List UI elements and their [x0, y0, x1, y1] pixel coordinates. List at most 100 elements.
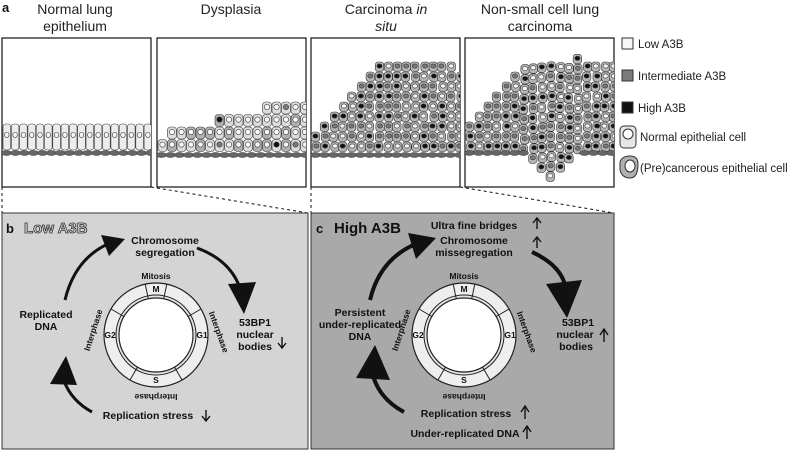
cell-nucleus	[366, 133, 373, 139]
cell-nucleus	[358, 133, 364, 139]
cell-nucleus	[386, 93, 392, 99]
cell-nucleus	[366, 113, 373, 119]
cell-nucleus	[512, 83, 519, 89]
cell-nucleus	[583, 103, 590, 109]
cell-nucleus	[438, 63, 445, 69]
mitosis-label: Mitosis	[449, 271, 479, 281]
cell-nucleus	[602, 63, 609, 69]
basement-cell	[174, 152, 185, 158]
cell-nucleus	[358, 93, 364, 99]
cell-nucleus	[601, 123, 608, 129]
cell-nucleus	[367, 93, 373, 99]
basement-cell	[73, 150, 84, 156]
cell-nucleus	[348, 133, 355, 139]
basement-cell	[482, 150, 493, 156]
cell-nucleus	[169, 129, 176, 135]
cell-nucleus	[385, 123, 392, 129]
legend-swatch-low	[621, 37, 634, 50]
svg-text:bodies: bodies	[559, 341, 593, 353]
cell-nucleus	[128, 131, 134, 138]
cell-nucleus	[420, 83, 427, 89]
cell-nucleus	[611, 83, 614, 89]
basement-cell	[382, 152, 393, 158]
cell-nucleus	[521, 96, 527, 101]
cell-nucleus	[403, 63, 410, 69]
cell-nucleus	[493, 103, 500, 109]
panel-c-53bp1-label: 53BP1 nuclear bodies	[556, 317, 594, 353]
cell-nucleus	[584, 133, 590, 139]
cell-nucleus	[484, 113, 491, 119]
cell-nucleus	[263, 104, 270, 110]
basement-cell	[319, 152, 330, 158]
svg-text:situ: situ	[375, 18, 397, 34]
cell-nucleus	[593, 103, 600, 109]
cell-nucleus	[594, 93, 601, 99]
cell-nucleus	[330, 133, 337, 139]
cell-nucleus	[20, 131, 26, 138]
cell-nucleus	[377, 123, 383, 129]
basement-cell	[346, 152, 357, 158]
cell-nucleus	[394, 123, 400, 129]
cell-nucleus	[539, 124, 546, 130]
cell-nucleus	[538, 134, 545, 140]
basement-cell	[391, 152, 402, 158]
panel-c-replication-stress-label: Replication stress	[421, 408, 512, 420]
cell-nucleus	[530, 105, 537, 111]
cell-nucleus	[348, 113, 355, 119]
cell-nucleus	[566, 75, 573, 80]
cell-nucleus	[530, 65, 537, 71]
cell-nucleus	[302, 141, 306, 148]
cell-nucleus	[375, 143, 382, 149]
cell-nucleus	[273, 141, 280, 148]
cell-nucleus	[575, 145, 581, 151]
stage-title-normal: Normal lung epithelium	[37, 1, 112, 34]
cell-nucleus	[602, 113, 609, 119]
cell-nucleus	[402, 113, 409, 119]
cell-nucleus	[439, 113, 446, 119]
cell-nucleus	[292, 104, 299, 110]
cell-nucleus	[340, 113, 347, 119]
cell-nucleus	[530, 155, 536, 161]
up-arrow-icon	[520, 404, 530, 419]
cell-nucleus	[412, 123, 418, 129]
cell-nucleus	[273, 116, 280, 123]
cell-nucleus	[366, 123, 373, 129]
cell-nucleus	[430, 93, 437, 99]
cell-nucleus	[348, 93, 355, 99]
cell-nucleus	[493, 123, 500, 129]
interphase-bottom-label: Interphase	[134, 392, 177, 402]
basement-cell	[55, 150, 66, 156]
cell-nucleus	[558, 154, 565, 160]
phase-s-label: S	[153, 375, 159, 385]
cell-nucleus	[557, 134, 564, 140]
cell-nucleus	[358, 103, 365, 109]
cell-nucleus	[29, 131, 35, 138]
legend-label-normal-cell: Normal epithelial cell	[640, 132, 746, 144]
cell-nucleus	[602, 73, 609, 79]
basement-cell	[311, 152, 321, 158]
cell-nucleus	[566, 105, 573, 110]
cell-nucleus	[411, 113, 418, 119]
cell-nucleus	[594, 73, 601, 79]
legend-label-intermediate: Intermediate A3B	[638, 71, 727, 83]
cell-nucleus	[456, 83, 460, 89]
cell-nucleus	[457, 133, 460, 139]
cell-nucleus	[448, 83, 455, 89]
cell-nucleus	[245, 141, 252, 148]
cell-nucleus	[420, 113, 427, 119]
basement-cell	[509, 150, 520, 156]
cell-nucleus	[567, 115, 573, 120]
cell-nucleus	[197, 141, 204, 148]
cell-nucleus	[456, 143, 460, 149]
cell-nucleus	[292, 129, 299, 135]
cell-nucleus	[548, 113, 555, 119]
panel-c-missegregation-label: missegregation	[435, 247, 513, 259]
basement-cell	[427, 152, 438, 158]
cell-nucleus	[512, 143, 519, 149]
cell-nucleus	[557, 164, 564, 170]
basement-cell	[273, 152, 284, 158]
cell-nucleus	[197, 129, 204, 135]
cell-nucleus	[547, 73, 554, 79]
cell-nucleus	[313, 143, 320, 149]
cell-nucleus	[45, 131, 51, 138]
